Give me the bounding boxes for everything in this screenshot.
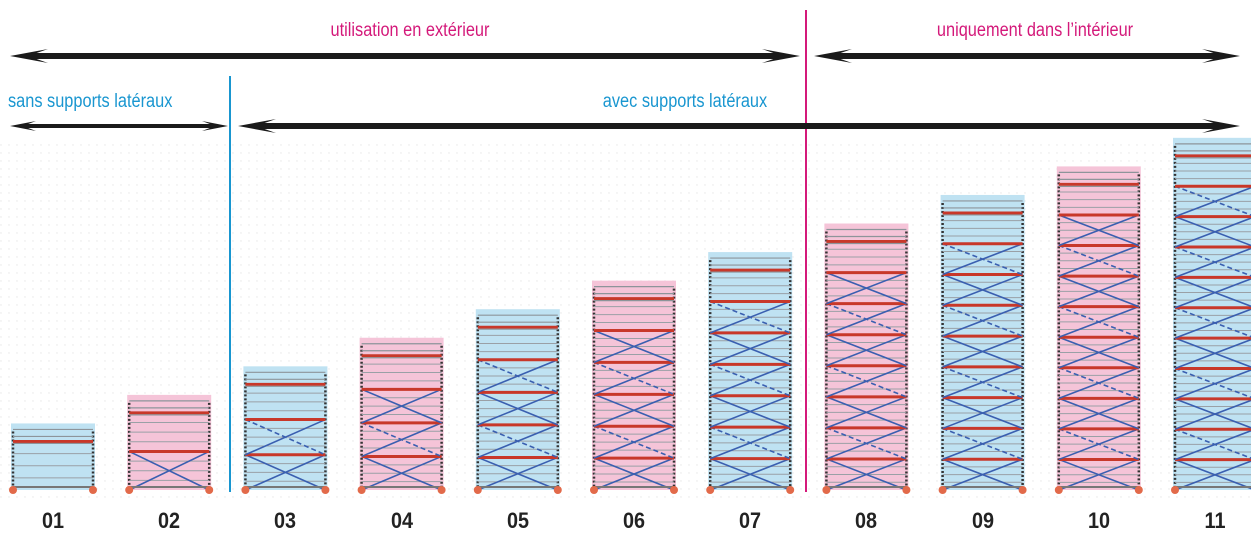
label-outdoor-use: utilisation en extérieur <box>330 20 490 41</box>
tower-number-04: 04 <box>390 508 413 533</box>
scaffold-tower-10 <box>1054 166 1143 494</box>
tower-number-08: 08 <box>855 508 878 533</box>
arrow-indoor <box>814 49 1240 63</box>
scaffold-tower-04 <box>357 337 446 494</box>
tower-number-07: 07 <box>739 508 762 533</box>
scaffold-tower-02 <box>125 394 214 494</box>
tower-number-01: 01 <box>41 508 65 533</box>
tower-number-02: 02 <box>158 508 181 533</box>
tower-number-09: 09 <box>971 508 994 533</box>
tower-number-10: 10 <box>1087 508 1110 533</box>
tower-number-06: 06 <box>622 508 646 533</box>
tower-number-03: 03 <box>274 508 297 533</box>
scaffold-tower-01 <box>9 423 97 494</box>
label-indoor-only: uniquement dans l’intérieur <box>936 20 1134 41</box>
tower-number-11: 11 <box>1204 508 1226 533</box>
scaffold-tower-06 <box>590 280 678 494</box>
scaffold-tower-09 <box>938 194 1027 494</box>
arrow-outdoor <box>10 49 800 63</box>
scaffold-tower-07 <box>706 252 795 494</box>
scaffold-tower-03 <box>241 366 330 494</box>
tower-number-05: 05 <box>506 508 529 533</box>
arrow-without-supports <box>10 121 228 131</box>
label-without-side-supports: sans supports latéraux <box>8 91 173 112</box>
scaffold-tower-05 <box>473 309 562 494</box>
scaffold-tower-11 <box>1171 137 1251 494</box>
label-with-side-supports: avec supports latéraux <box>602 91 768 112</box>
arrow-with-supports <box>238 119 1240 133</box>
scaffold-tower-08 <box>822 223 911 494</box>
